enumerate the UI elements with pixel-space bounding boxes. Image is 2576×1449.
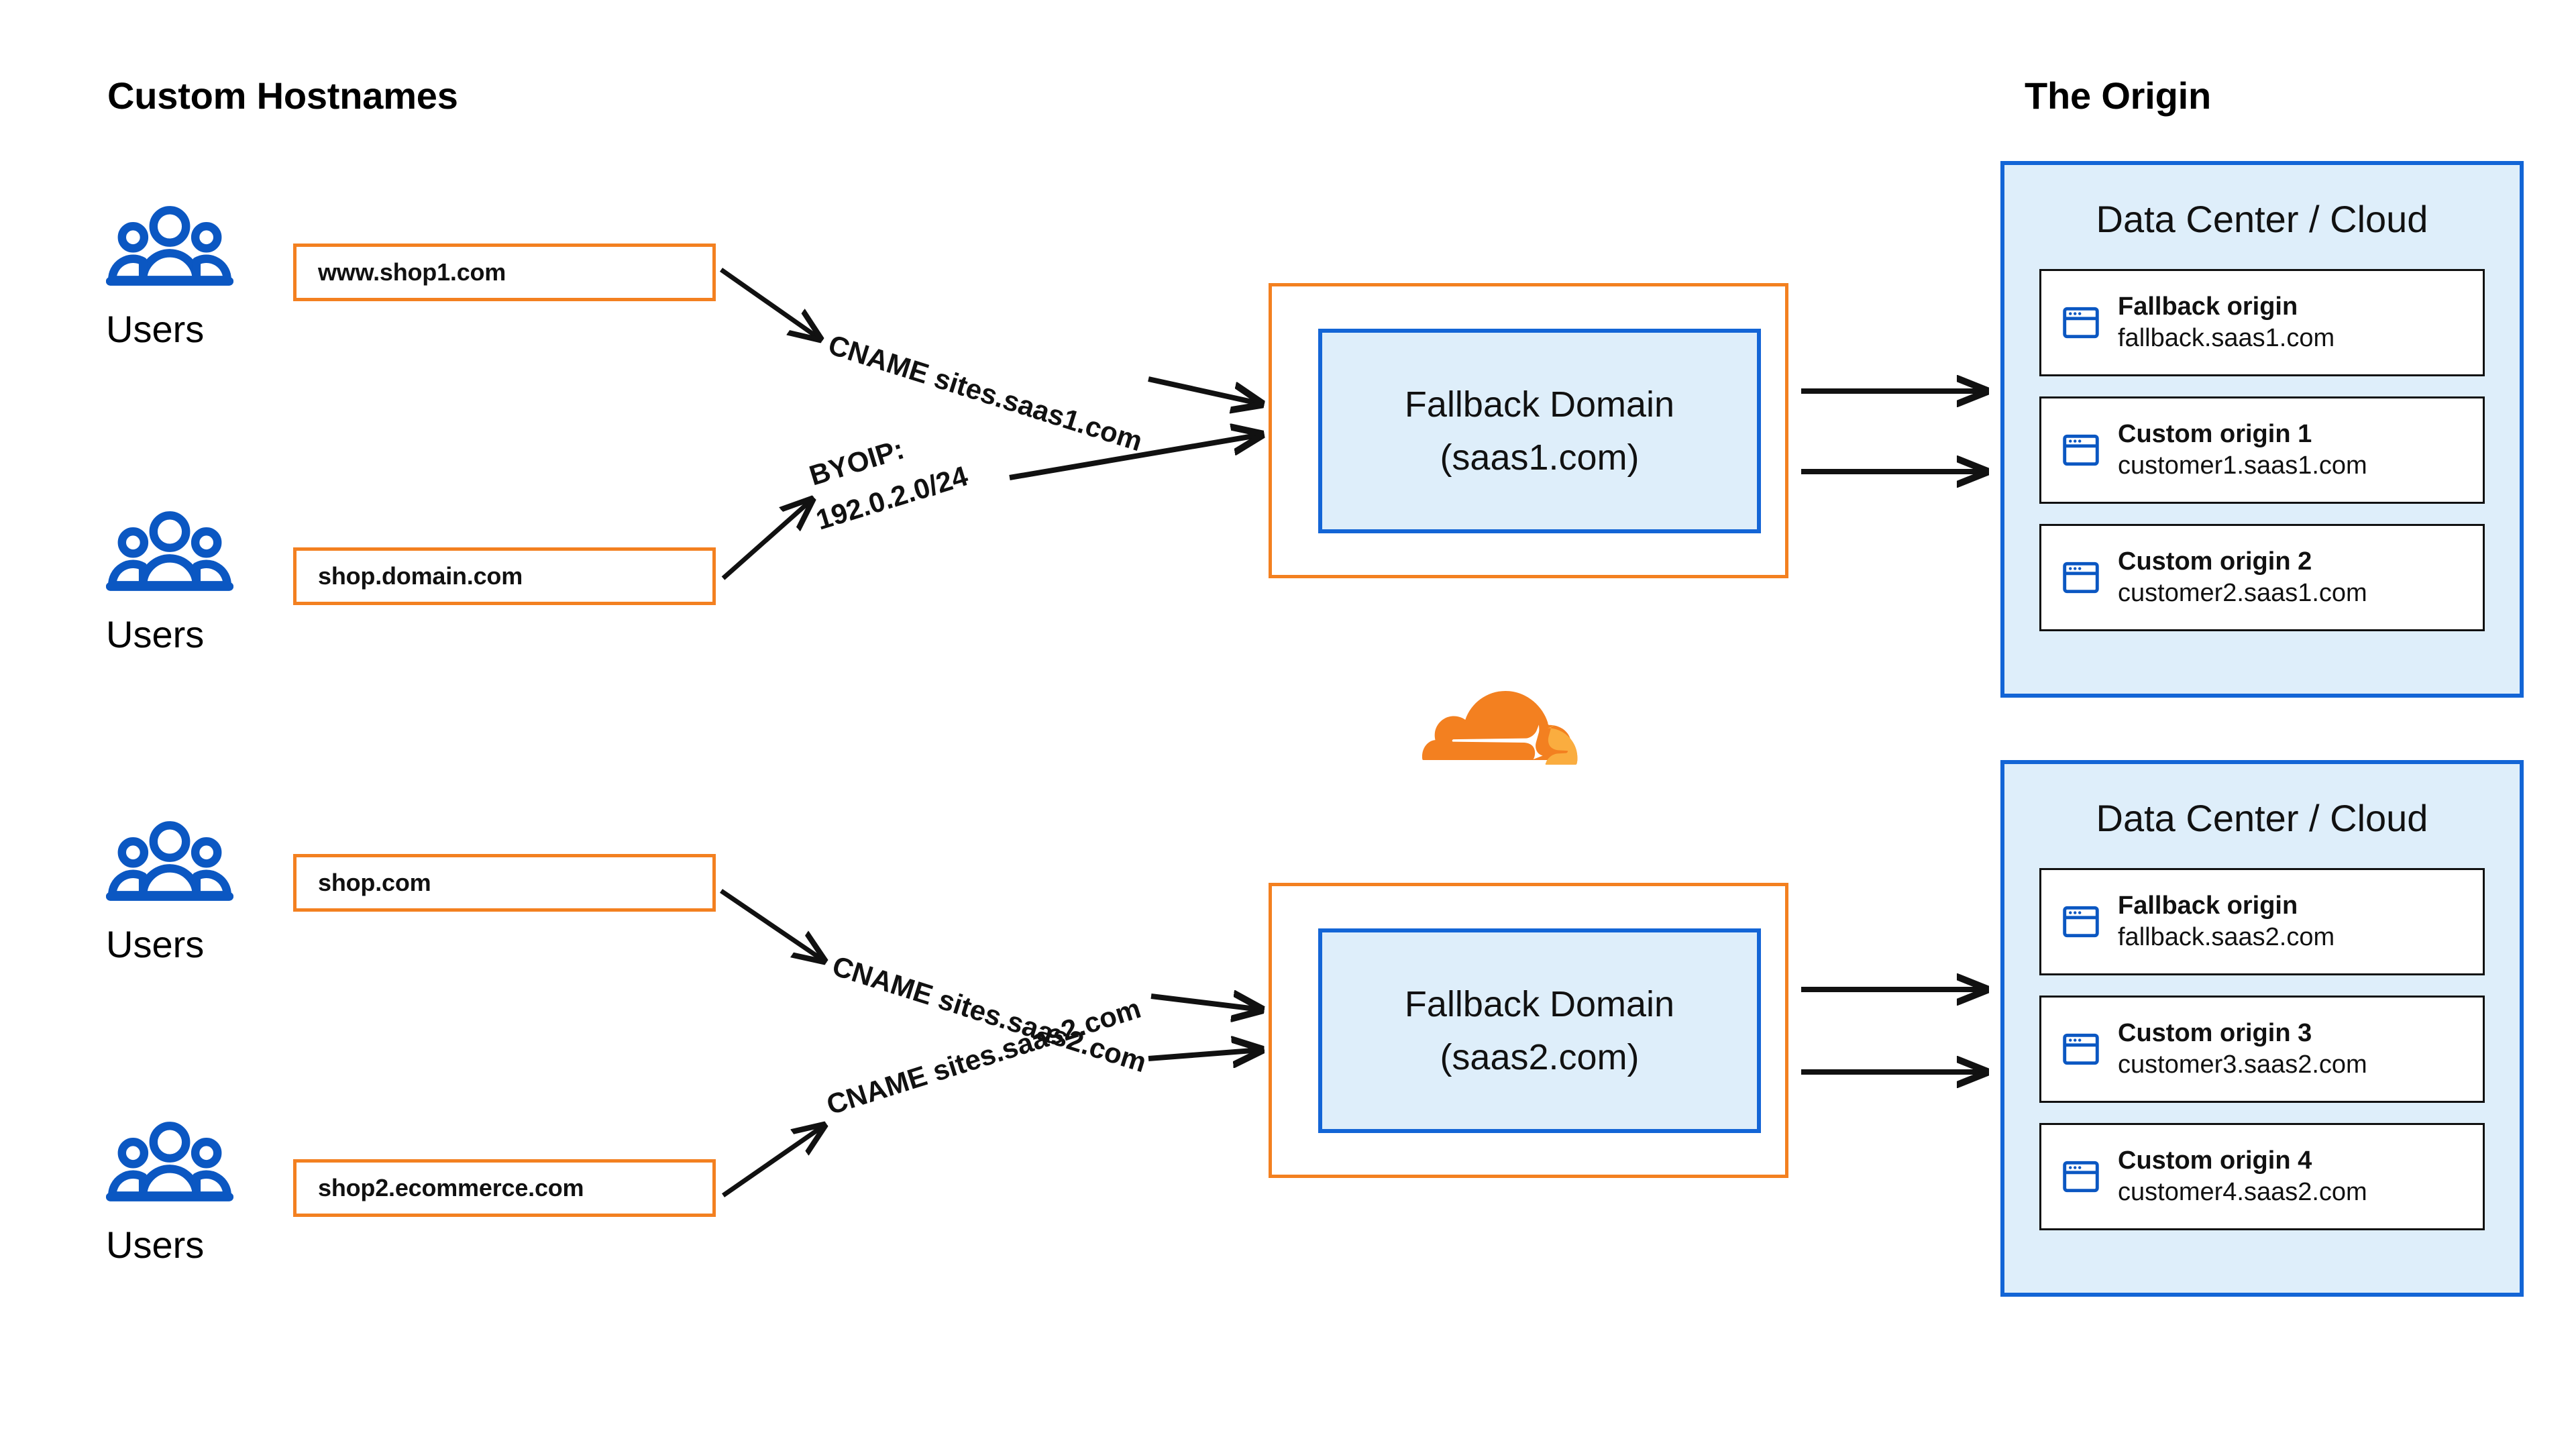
browser-window-icon <box>2063 1033 2099 1065</box>
origin-hostname: customer3.saas2.com <box>2118 1051 2367 1079</box>
origin-title: Custom origin 4 <box>2118 1146 2312 1175</box>
connector-saas1-to-origins <box>1801 391 1986 472</box>
hostname-value: www.shop1.com <box>318 258 506 286</box>
connector-shop-to-saas2: CNAME sites.saas2.com <box>720 889 1261 1079</box>
fallback-domain-box-2[interactable]: Fallback Domain (saas2.com) <box>1318 928 1761 1133</box>
section-title-custom-hostnames: Custom Hostnames <box>107 74 458 117</box>
connector-label-cname-saas2-a: CNAME sites.saas2.com <box>828 950 1150 1079</box>
hostname-box-3[interactable]: shop.com <box>293 854 716 912</box>
connector-label-cname-saas2-b: CNAME sites.saas2.com <box>823 992 1144 1121</box>
users-label: Users <box>106 308 205 350</box>
origin-card-fallback-saas1[interactable]: Fallback origin fallback.saas1.com <box>2039 269 2485 376</box>
users-group-4: Users <box>106 1120 280 1264</box>
connector-byoip-to-saas1: BYOIP: 192.0.2.0/24 <box>721 433 1261 580</box>
users-group-3: Users <box>106 820 280 963</box>
origin-title: Fallback origin <box>2118 292 2298 321</box>
origin-card-text: Custom origin 2 customer2.saas1.com <box>2118 546 2367 610</box>
connector-saas2-to-origins <box>1801 989 1986 1072</box>
browser-window-icon <box>2063 1161 2099 1193</box>
origin-card-text: Custom origin 3 customer3.saas2.com <box>2118 1018 2367 1081</box>
users-label: Users <box>106 923 205 965</box>
fallback-domain-title: Fallback Domain <box>1404 984 1675 1025</box>
datacenter-title: Data Center / Cloud <box>2096 198 2428 240</box>
origin-card-fallback-saas2[interactable]: Fallback origin fallback.saas2.com <box>2039 868 2485 975</box>
origin-title: Custom origin 3 <box>2118 1018 2312 1047</box>
hostname-value: shop.com <box>318 869 431 896</box>
fallback-domain-host: (saas1.com) <box>1440 437 1640 478</box>
browser-window-icon <box>2063 906 2099 938</box>
origin-title: Custom origin 2 <box>2118 547 2312 576</box>
browser-window-icon <box>2063 561 2099 594</box>
hostname-value: shop2.ecommerce.com <box>318 1174 584 1201</box>
origin-card-customer4-saas2[interactable]: Custom origin 4 customer4.saas2.com <box>2039 1123 2485 1230</box>
section-title-the-origin: The Origin <box>2025 74 2212 117</box>
users-group-icon <box>106 1122 233 1201</box>
fallback-domain-title: Fallback Domain <box>1404 384 1675 425</box>
origin-card-customer1-saas1[interactable]: Custom origin 1 customer1.saas1.com <box>2039 396 2485 504</box>
fallback-domain-box-1[interactable]: Fallback Domain (saas1.com) <box>1318 329 1761 533</box>
users-label: Users <box>106 613 205 655</box>
users-group-icon <box>106 821 233 901</box>
connector-shop2-to-saas2: CNAME sites.saas2.com <box>722 992 1261 1197</box>
fallback-domain-host: (saas2.com) <box>1440 1036 1640 1077</box>
origin-card-text: Custom origin 1 customer1.saas1.com <box>2118 419 2367 482</box>
origin-hostname: customer1.saas1.com <box>2118 451 2367 480</box>
connector-label-byoip-line1: BYOIP: <box>806 433 908 491</box>
hostname-box-4[interactable]: shop2.ecommerce.com <box>293 1159 716 1217</box>
hostname-box-2[interactable]: shop.domain.com <box>293 547 716 605</box>
datacenter-title: Data Center / Cloud <box>2096 797 2428 839</box>
origin-card-customer2-saas1[interactable]: Custom origin 2 customer2.saas1.com <box>2039 524 2485 631</box>
origin-title: Fallback origin <box>2118 891 2298 920</box>
users-group-icon <box>106 511 233 591</box>
connector-label-byoip-line2: 192.0.2.0/24 <box>812 460 972 535</box>
browser-window-icon <box>2063 307 2099 339</box>
users-group-2: Users <box>106 510 280 653</box>
origin-title: Custom origin 1 <box>2118 419 2312 448</box>
origin-card-customer3-saas2[interactable]: Custom origin 3 customer3.saas2.com <box>2039 996 2485 1103</box>
datacenter-panel-1: Data Center / Cloud Fallback origin fall… <box>2000 161 2524 698</box>
users-label: Users <box>106 1224 205 1266</box>
origin-card-list: Fallback origin fallback.saas1.com Custo… <box>2004 269 2520 631</box>
origin-card-text: Fallback origin fallback.saas2.com <box>2118 890 2334 954</box>
cloudflare-cloud-logo <box>1422 691 1578 765</box>
datacenter-panel-2: Data Center / Cloud Fallback origin fall… <box>2000 760 2524 1297</box>
origin-hostname: customer4.saas2.com <box>2118 1178 2367 1206</box>
browser-window-icon <box>2063 434 2099 466</box>
users-group-1: Users <box>106 205 280 348</box>
origin-card-text: Custom origin 4 customer4.saas2.com <box>2118 1145 2367 1209</box>
origin-hostname: fallback.saas2.com <box>2118 923 2335 951</box>
origin-card-text: Fallback origin fallback.saas1.com <box>2118 291 2334 355</box>
hostname-value: shop.domain.com <box>318 562 523 590</box>
origin-card-list: Fallback origin fallback.saas2.com Custo… <box>2004 868 2520 1230</box>
hostname-box-1[interactable]: www.shop1.com <box>293 244 716 301</box>
connector-shop1-to-saas1: CNAME sites.saas1.com <box>719 268 1261 458</box>
connector-label-cname-saas1: CNAME sites.saas1.com <box>824 329 1146 458</box>
users-group-icon <box>106 206 233 286</box>
origin-hostname: customer2.saas1.com <box>2118 579 2367 607</box>
origin-hostname: fallback.saas1.com <box>2118 324 2335 352</box>
